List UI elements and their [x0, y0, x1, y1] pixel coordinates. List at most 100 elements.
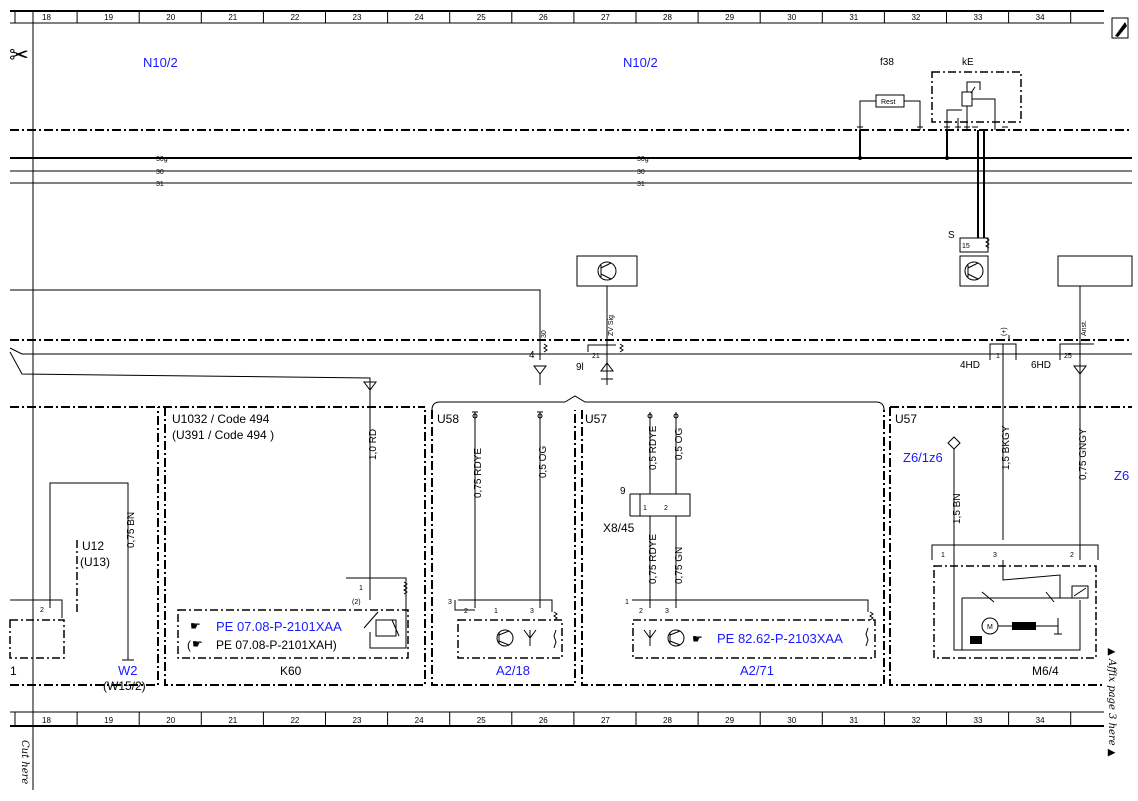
- pe-ref-hand-icon-a: ☛: [190, 619, 201, 633]
- module-n10-2-right[interactable]: N10/2: [623, 55, 658, 70]
- a271-pin-2: 2: [639, 608, 643, 615]
- x8-45-pin2: 2: [664, 505, 668, 512]
- scissors-icon[interactable]: ✂: [9, 41, 29, 69]
- svg-text:31: 31: [156, 181, 164, 188]
- grid-column-number: 19: [104, 13, 113, 22]
- wire-1-0rd-label: 1,0 RD: [368, 429, 379, 460]
- module-n10-2-left[interactable]: N10/2: [143, 55, 178, 70]
- a271-pin-1: 1: [625, 599, 629, 606]
- wire-075rdye-a-label: 0,75 RDYE: [473, 448, 484, 498]
- pin-4-label: 4: [529, 350, 535, 361]
- left-pin-2: 2: [40, 607, 44, 614]
- fuse-f38: Rest: [859, 94, 921, 130]
- grid-column-number: 25: [477, 716, 486, 725]
- bus-30: 30 30: [10, 169, 1132, 176]
- k60-pin-2: (2): [352, 599, 361, 606]
- u57a-label: U57: [585, 412, 607, 426]
- grid-column-number: 30: [787, 716, 796, 725]
- grid-column-number: 24: [415, 716, 424, 725]
- grid-column-number: 22: [290, 716, 299, 725]
- fuse-f38-label: f38: [880, 57, 894, 68]
- w2-link[interactable]: W2: [118, 663, 138, 678]
- a2-71-link[interactable]: A2/71: [740, 663, 774, 678]
- pe-ref-open-paren: (: [187, 638, 191, 652]
- a218-pin-2: 2: [464, 608, 468, 615]
- grid-column-number: 27: [601, 716, 610, 725]
- pe-ref-hand-icon-c: ☛: [692, 632, 703, 646]
- grid-column-number: 28: [663, 716, 672, 725]
- grid-column-number: 34: [1036, 716, 1045, 725]
- z6-1z6-link[interactable]: Z6/1z6: [903, 450, 943, 465]
- grid-column-number: 31: [849, 13, 858, 22]
- grid-column-number: 28: [663, 13, 672, 22]
- left-connector: [10, 599, 63, 618]
- connector-pin-4: [533, 340, 548, 385]
- lower-boundaries: [10, 395, 1132, 686]
- a218-coil: [553, 611, 558, 649]
- left-1-label: 1: [10, 664, 17, 678]
- wire-05og-a-label: 0,5 OG: [538, 446, 549, 478]
- pe-ref-hand-icon-b: ☛: [192, 637, 203, 651]
- wires-u58: [472, 411, 543, 608]
- z6-diamond-icon: [947, 436, 961, 450]
- wires-u57: [647, 412, 679, 608]
- transistor-zv-icon: [576, 255, 638, 385]
- relay-k60-symbol: [346, 577, 408, 649]
- wire-075bn-label: 0,75 BN: [126, 512, 137, 548]
- grid-column-number: 22: [290, 13, 299, 22]
- connector-4hd-label: 4HD: [960, 360, 980, 371]
- grid-column-number: 18: [42, 716, 51, 725]
- bus-30g: 30g 30g: [10, 130, 1132, 163]
- connector-pin-21: [587, 343, 624, 380]
- pe-07-08-xah-label: PE 07.08-P-2101XAH): [216, 638, 337, 652]
- svg-text:M: M: [987, 624, 993, 631]
- grid-column-number: 33: [974, 13, 983, 22]
- grid-column-number: 33: [974, 716, 983, 725]
- grid-column-number: 34: [1036, 13, 1045, 22]
- pin-1-4hd-label: 1: [996, 353, 1000, 360]
- relay-ke-symbol: [946, 81, 996, 130]
- z6-cut-link[interactable]: Z6: [1114, 468, 1129, 483]
- u13-label: (U13): [80, 555, 110, 569]
- pe-82-62-xaa-link[interactable]: PE 82.62-P-2103XAA: [717, 631, 843, 646]
- m64-module-box: [933, 565, 1097, 659]
- u1032-label: U1032 / Code 494: [172, 412, 270, 426]
- grid-column-number: 25: [477, 13, 486, 22]
- m64-motor-icon: M: [953, 560, 1089, 651]
- wire-15bkgy-label: 1,5 BKGY: [1001, 425, 1012, 470]
- a218-pin-1: 1: [494, 608, 498, 615]
- a218-pin-3-top: 3: [448, 599, 452, 606]
- svg-text:30: 30: [156, 169, 164, 176]
- a271-coil: [865, 611, 874, 647]
- connector-x8-45: [629, 493, 691, 517]
- grid-column-number: 29: [725, 716, 734, 725]
- grid-column-number: 20: [166, 13, 175, 22]
- m64-pin-1: 1: [941, 552, 945, 559]
- grid-column-number: 29: [725, 13, 734, 22]
- a218-ground: [454, 599, 553, 612]
- relay-output-wire: [977, 130, 985, 238]
- grid-column-number: 21: [228, 716, 237, 725]
- wire-075gngy-label: 0,75 GNGY: [1078, 428, 1089, 480]
- grid-column-number: 27: [601, 13, 610, 22]
- x8-45-label: X8/45: [603, 521, 635, 535]
- m64-connector: [931, 544, 1099, 560]
- pin-30-label: 30: [541, 330, 548, 338]
- pe-07-08-xaa-link[interactable]: PE 07.08-P-2101XAA: [216, 619, 342, 634]
- a271-transistor-icon: [667, 629, 685, 647]
- plus-label: (+): [1001, 327, 1008, 336]
- wire-05rdye-label: 0,5 RDYE: [648, 425, 659, 470]
- svg-text:Rest: Rest: [881, 99, 895, 106]
- relay-ke-label: kE: [962, 57, 974, 68]
- grid-column-number: 20: [166, 716, 175, 725]
- a271-ground: [632, 599, 869, 612]
- wire-to-pin-30: [10, 289, 541, 340]
- grid-column-number: 19: [104, 716, 113, 725]
- u57b-label: U57: [895, 412, 917, 426]
- pin-9l-label: 9l: [576, 362, 584, 373]
- a2-18-link[interactable]: A2/18: [496, 663, 530, 678]
- wire-05og-b-label: 0,5 OG: [674, 428, 685, 460]
